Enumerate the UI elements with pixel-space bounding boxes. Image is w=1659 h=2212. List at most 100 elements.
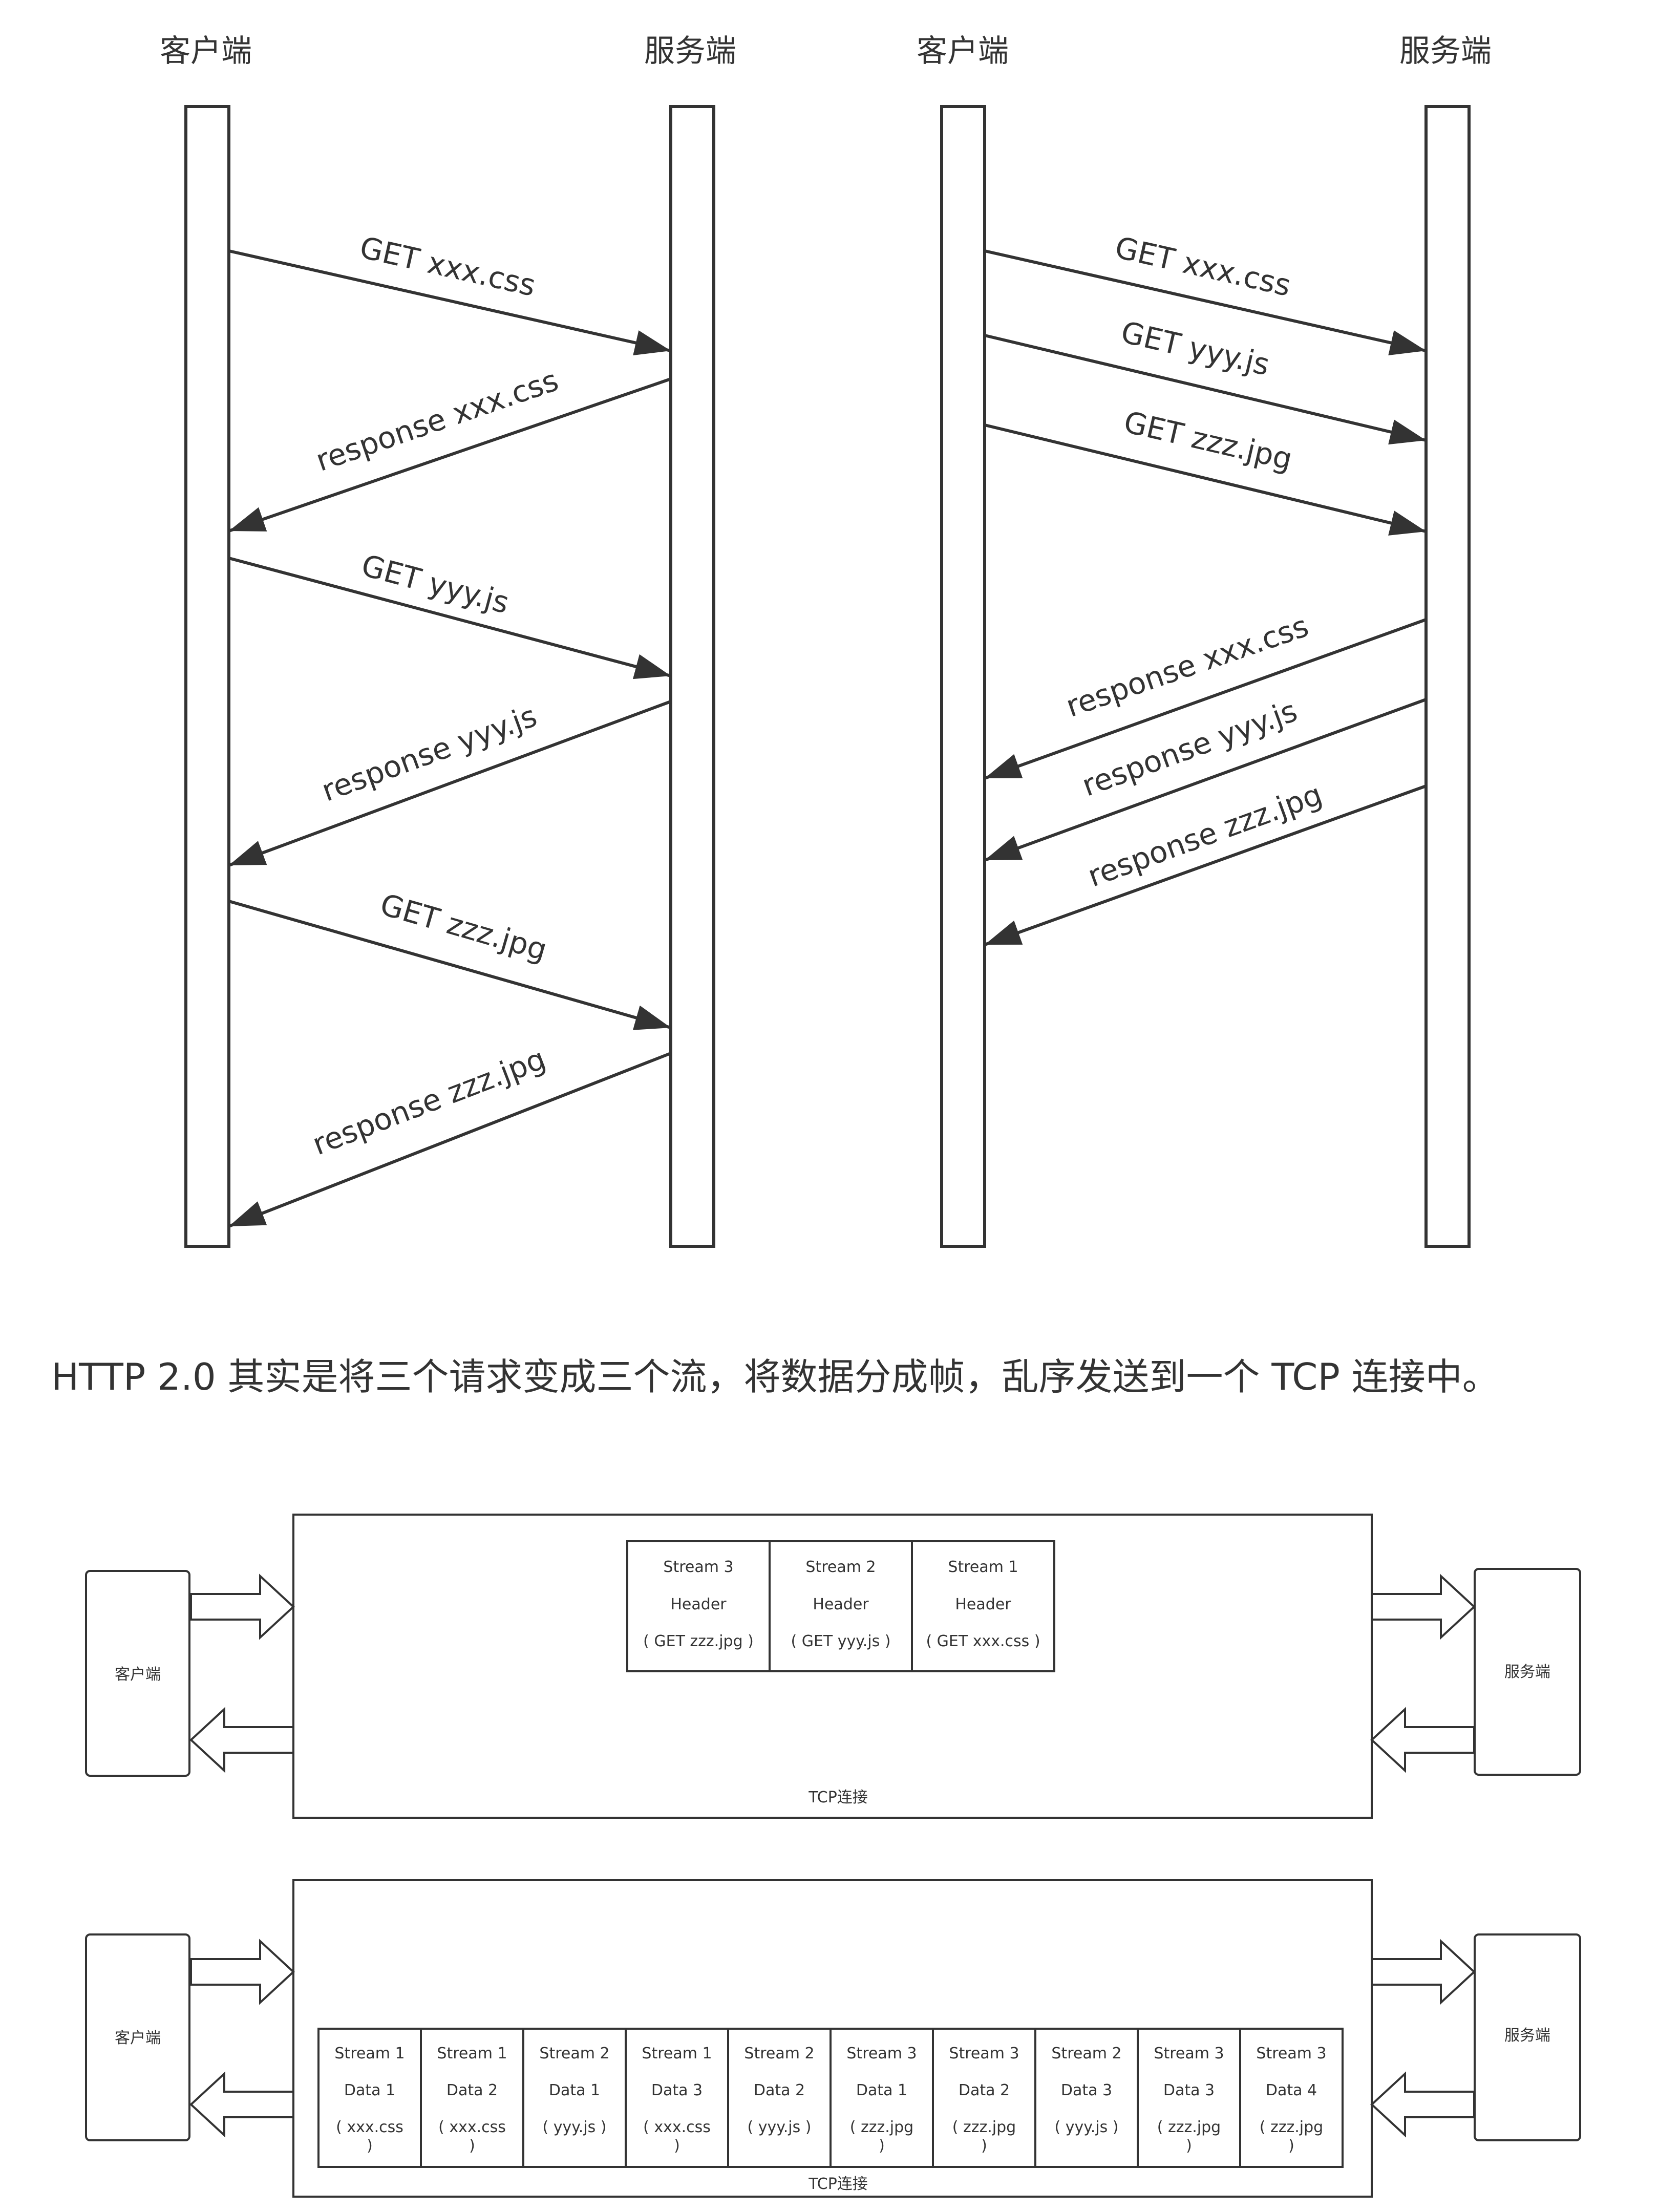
client-label: 客户端 xyxy=(160,33,252,69)
frame-box xyxy=(727,2028,832,2168)
frame-text: ( xxx.css xyxy=(336,2118,403,2136)
frame-text: ( yyy.js ) xyxy=(748,2118,812,2136)
frame-box xyxy=(1239,2028,1344,2168)
response-arrow xyxy=(984,698,1427,862)
frame-text: Stream 2 xyxy=(744,2045,814,2062)
frame-text: Data 3 xyxy=(651,2081,703,2099)
frame-cell: Stream 3 Data 2 ( zzz.jpg) xyxy=(932,2028,1036,2168)
frame-box xyxy=(769,1540,913,1672)
frame-text: Data 1 xyxy=(856,2081,907,2099)
frame-box xyxy=(830,2028,934,2168)
client-lifeline xyxy=(940,105,986,1248)
hollow-arrow-left xyxy=(189,2071,294,2138)
server-label: 服务端 xyxy=(1504,2027,1550,2045)
sequence-diagram-http1: 客户端 服务端 GET xxx.css response xxx.css GET… xyxy=(160,33,736,1248)
request-arrow xyxy=(984,249,1427,355)
explanation-caption: HTTP 2.0 其实是将三个请求变成三个流，将数据分成帧，乱序发送到一个 TC… xyxy=(51,1355,1499,1398)
frame-text: Stream 1 xyxy=(437,2045,507,2062)
frame-box xyxy=(626,1540,771,1672)
response-arrow xyxy=(984,784,1427,946)
frame-text: Stream 3 xyxy=(1154,2045,1224,2062)
hollow-arrow-right xyxy=(1371,1939,1476,2005)
client-box xyxy=(85,1933,190,2141)
frame-text: Header xyxy=(670,1596,727,1613)
frame-text: Data 2 xyxy=(754,2081,805,2099)
message-label: GET zzz.jpg xyxy=(376,887,551,968)
frame-text: Stream 1 xyxy=(334,2045,405,2062)
frame-text: Data 2 xyxy=(959,2081,1010,2099)
message-arrow xyxy=(228,557,671,679)
frame-text: ( zzz.jpg xyxy=(1157,2118,1221,2136)
frame-text: ) xyxy=(981,2137,987,2155)
hollow-arrow-left xyxy=(1370,2071,1475,2138)
tcp-connection-headers: TCP连接 客户端 服务端 Stream 3 Header ( GET zzz.jp… xyxy=(85,1514,1581,1819)
frame-text: Stream 2 xyxy=(1051,2045,1121,2062)
frame-text: Stream 1 xyxy=(642,2045,712,2062)
frame-text: Stream 3 xyxy=(663,1558,733,1576)
frame-text: Header xyxy=(813,1596,869,1613)
frame-text: ( xxx.css xyxy=(438,2118,506,2136)
frame-box xyxy=(317,2028,422,2168)
frame-text: ( zzz.jpg xyxy=(952,2118,1016,2136)
hollow-arrow-right xyxy=(1371,1573,1476,1640)
message-arrow xyxy=(228,249,671,355)
hollow-arrow-left xyxy=(1370,1707,1475,1773)
frame-text: ) xyxy=(1186,2137,1192,2155)
request-label: GET xxx.css xyxy=(1112,230,1294,303)
frame-text: ) xyxy=(879,2137,885,2155)
frame-text: ( yyy.js ) xyxy=(1055,2118,1119,2136)
client-lifeline xyxy=(184,105,230,1248)
tcp-connection-label: TCP连接 xyxy=(808,2175,868,2193)
client-label: 客户端 xyxy=(917,33,1009,69)
message-arrow xyxy=(228,377,671,533)
frame-cell: Stream 3 Header ( GET zzz.jpg ) xyxy=(626,1540,771,1672)
data-frames: Stream 1 Data 1 ( xxx.css) Stream 1 Data 2 ( … xyxy=(317,2028,1344,2168)
client-label: 客户端 xyxy=(115,2029,161,2047)
frame-text: Data 1 xyxy=(344,2081,395,2099)
frame-text: ( GET xxx.css ) xyxy=(926,1632,1040,1650)
client-label: 客户端 xyxy=(115,1666,161,1684)
server-label: 服务端 xyxy=(644,33,736,69)
server-box xyxy=(1474,1933,1581,2141)
message-label: GET xxx.css xyxy=(357,230,539,303)
frame-text: ) xyxy=(469,2137,475,2155)
request-arrow xyxy=(984,334,1427,445)
frame-box xyxy=(625,2028,729,2168)
hollow-arrow-right xyxy=(190,1939,295,2005)
frame-box xyxy=(1137,2028,1241,2168)
frame-text: Stream 1 xyxy=(948,1558,1018,1576)
server-box xyxy=(1474,1568,1581,1776)
message-arrow xyxy=(228,1052,672,1228)
frame-box xyxy=(522,2028,627,2168)
frame-text: ) xyxy=(1288,2137,1294,2155)
message-label: GET yyy.js xyxy=(358,548,513,621)
frame-text: ( GET zzz.jpg ) xyxy=(643,1632,754,1650)
hollow-arrow-right xyxy=(190,1573,295,1640)
frame-text: ( zzz.jpg xyxy=(1260,2118,1323,2136)
response-arrow xyxy=(984,618,1427,780)
frame-text: Stream 3 xyxy=(846,2045,917,2062)
frame-text: Stream 3 xyxy=(949,2045,1019,2062)
server-lifeline xyxy=(1424,105,1471,1248)
frame-text: Data 1 xyxy=(549,2081,600,2099)
frame-text: ( GET yyy.js ) xyxy=(791,1632,890,1650)
server-label: 服务端 xyxy=(1504,1663,1550,1681)
frame-text: ( xxx.css xyxy=(643,2118,711,2136)
client-box xyxy=(85,1570,190,1777)
frame-text: Stream 2 xyxy=(539,2045,609,2062)
frame-box xyxy=(932,2028,1036,2168)
frame-text: Data 2 xyxy=(446,2081,498,2099)
server-label: 服务端 xyxy=(1399,33,1492,69)
request-arrow xyxy=(984,423,1427,536)
tcp-connection-label: TCP连接 xyxy=(808,1789,868,1806)
